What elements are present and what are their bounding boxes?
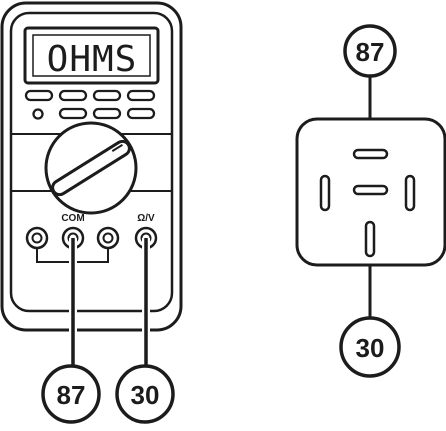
relay-terminal-left[interactable] (319, 174, 331, 212)
meter-display-text: OHMS (47, 39, 138, 80)
relay-terminal-87[interactable] (352, 148, 389, 160)
input-jack[interactable] (25, 226, 49, 250)
test-leads (69, 238, 150, 373)
meter-button[interactable] (126, 107, 156, 120)
volt-ohm-jack-label: Ω/V (137, 213, 155, 224)
meter-display-window (32, 34, 151, 77)
relay-terminal-center[interactable] (352, 184, 389, 196)
probe-number-30: 30 (131, 380, 160, 410)
multimeter: OHMS COM Ω/V (0, 1, 183, 332)
meter-indicator-led (32, 108, 44, 120)
meter-button[interactable] (24, 89, 54, 102)
relay (295, 72, 446, 318)
selector-pointer (51, 139, 131, 197)
probe-callout-87: 87 (41, 364, 101, 424)
relay-number-87: 87 (356, 37, 385, 67)
meter-button[interactable] (92, 107, 122, 120)
relay-callout-87: 87 (343, 24, 397, 78)
com-jack-label: COM (61, 213, 84, 224)
selector-pointer-tip (111, 143, 124, 152)
input-jack[interactable] (96, 226, 120, 250)
meter-button[interactable] (58, 89, 88, 102)
probe-number-87: 87 (57, 380, 86, 410)
meter-button[interactable] (92, 89, 122, 102)
meter-button[interactable] (58, 107, 88, 120)
probe-callout-30: 30 (115, 364, 175, 424)
relay-callout-30: 30 (339, 316, 401, 378)
relay-terminal-right[interactable] (404, 174, 416, 212)
relay-number-30: 30 (356, 333, 385, 363)
meter-button[interactable] (126, 89, 156, 102)
selector-knob[interactable] (44, 121, 138, 215)
relay-terminal-30[interactable] (364, 220, 376, 258)
